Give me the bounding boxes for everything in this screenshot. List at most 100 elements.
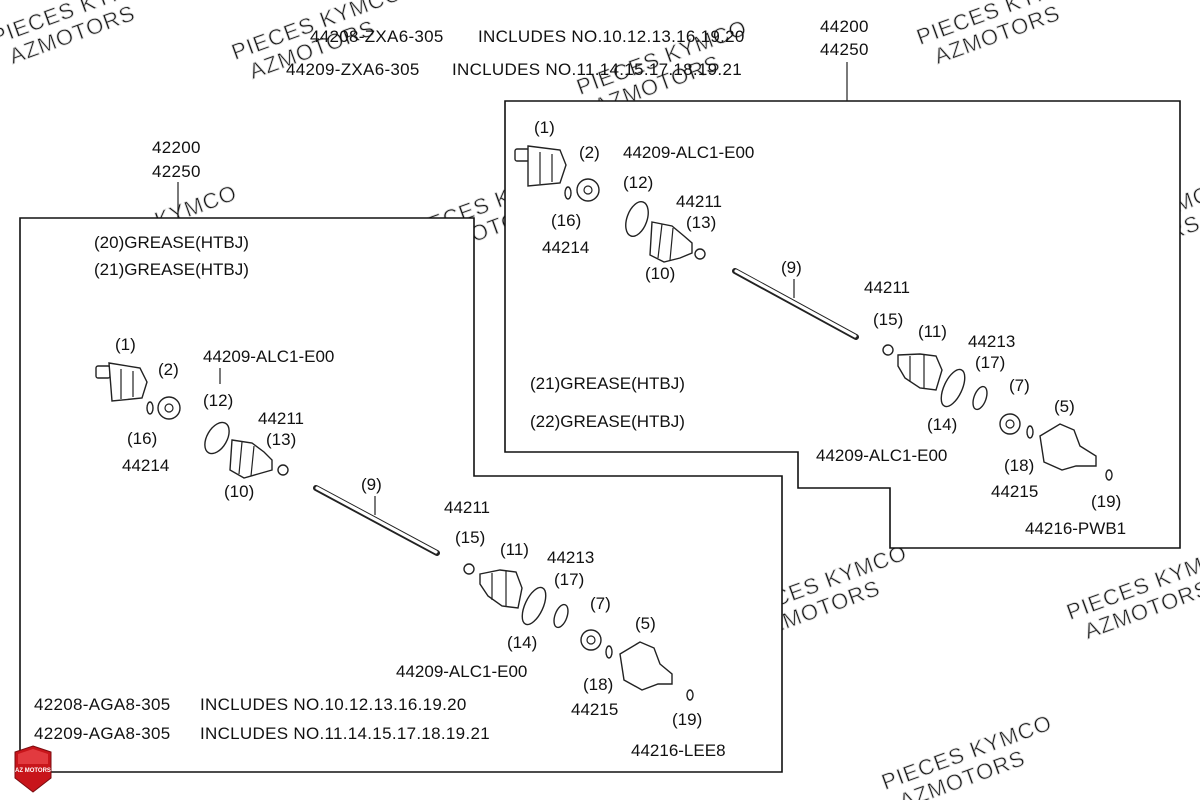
callout-label: (13) bbox=[266, 430, 296, 449]
inner-boot bbox=[649, 221, 693, 263]
callout-label: (14) bbox=[507, 633, 537, 652]
kit-part-number: 42209-AGA8-305 bbox=[34, 724, 171, 743]
top-assembly-code: 44200 bbox=[820, 17, 869, 36]
callout-label: (5) bbox=[1054, 397, 1075, 416]
callout-label: (9) bbox=[781, 258, 802, 277]
kit-part-number: 44209-ZXA6-305 bbox=[286, 60, 420, 79]
callout-label: (2) bbox=[579, 143, 600, 162]
callout-label: (16) bbox=[127, 429, 157, 448]
kit-includes-text: INCLUDES NO.10.12.13.16.19.20 bbox=[200, 695, 467, 714]
kit-part-label: 44209-ALC1-E00 bbox=[396, 662, 527, 681]
small-band bbox=[694, 248, 706, 260]
kit-part-label: 44209-ALC1-E00 bbox=[623, 143, 754, 162]
ball-cage bbox=[580, 629, 602, 651]
tripod-spider bbox=[576, 178, 600, 202]
grease-note: (22)GREASE(HTBJ) bbox=[530, 412, 685, 431]
outer-boot bbox=[897, 353, 943, 391]
callout-label: (11) bbox=[918, 322, 947, 341]
snap-ring bbox=[553, 603, 569, 629]
bottom-assembly-code: 42200 bbox=[152, 138, 201, 157]
boot-band-clamp bbox=[625, 201, 649, 237]
circlip bbox=[1026, 425, 1034, 439]
callout-label: (18) bbox=[1004, 456, 1034, 475]
top-assembly-code: 44250 bbox=[820, 40, 869, 59]
grease-note: (20)GREASE(HTBJ) bbox=[94, 233, 249, 252]
grease-note: (21)GREASE(HTBJ) bbox=[94, 260, 249, 279]
boot-band-clamp bbox=[940, 368, 966, 408]
callout-label: (19) bbox=[1091, 492, 1121, 511]
callout-label: (7) bbox=[590, 594, 611, 613]
part-number-label: 44211 bbox=[864, 278, 910, 297]
part-number-label: 44215 bbox=[571, 700, 618, 719]
inner-boot bbox=[229, 439, 273, 479]
small-band bbox=[882, 344, 894, 356]
grease-note: (21)GREASE(HTBJ) bbox=[530, 374, 685, 393]
callout-label: (5) bbox=[635, 614, 656, 633]
bottom-assembly-code: 42250 bbox=[152, 162, 201, 181]
callout-label: (9) bbox=[361, 475, 382, 494]
kit-includes-text: INCLUDES NO.11.14.15.17.18.19.21 bbox=[200, 724, 490, 743]
callout-label: (15) bbox=[455, 528, 485, 547]
callout-label: (15) bbox=[873, 310, 903, 329]
top-assembly-frame bbox=[504, 100, 1181, 549]
callout-label: (16) bbox=[551, 211, 581, 230]
part-number-label: 44211 bbox=[676, 192, 722, 211]
part-number-label: 44214 bbox=[122, 456, 169, 475]
callout-label: (13) bbox=[686, 213, 716, 232]
kit-includes-text: INCLUDES NO.10.12.13.16.19.20 bbox=[478, 27, 745, 46]
circlip bbox=[605, 645, 613, 659]
part-number-label: 44216-LEE8 bbox=[631, 741, 726, 760]
callout-label: (10) bbox=[224, 482, 254, 501]
kit-part-number: 44208-ZXA6-305 bbox=[310, 27, 444, 46]
outer-cv-joint bbox=[619, 641, 673, 691]
part-number-label: 44216-PWB1 bbox=[1025, 519, 1126, 538]
boot-band-clamp bbox=[521, 586, 547, 626]
part-number-label: 44213 bbox=[968, 332, 1015, 351]
kit-part-label: 44209-ALC1-E00 bbox=[816, 446, 947, 465]
callout-label: (17) bbox=[554, 570, 584, 589]
circlip bbox=[146, 401, 154, 415]
callout-label: (11) bbox=[500, 540, 529, 559]
outer-boot bbox=[479, 569, 523, 609]
callout-label: (12) bbox=[623, 173, 653, 192]
kit-part-label: 44209-ALC1-E00 bbox=[203, 347, 334, 366]
top-assembly: 44200 44250 44208-ZXA6-305 INCLUDES NO.1… bbox=[286, 17, 1181, 549]
part-number-label: 44215 bbox=[991, 482, 1038, 501]
callout-label: (7) bbox=[1009, 376, 1030, 395]
inner-cv-joint-housing bbox=[514, 145, 567, 187]
small-band bbox=[463, 563, 475, 575]
circlip bbox=[564, 186, 572, 200]
ball-cage bbox=[999, 413, 1021, 435]
callout-label: (14) bbox=[927, 415, 957, 434]
lock-nut bbox=[1105, 469, 1113, 481]
part-number-label: 44211 bbox=[258, 409, 304, 428]
kit-includes-text: INCLUDES NO.11.14.15.17.18.19.21 bbox=[452, 60, 742, 79]
callout-label: (10) bbox=[645, 264, 675, 283]
drive-shaft bbox=[732, 268, 859, 340]
kit-part-number: 42208-AGA8-305 bbox=[34, 695, 171, 714]
callout-label: (1) bbox=[534, 118, 555, 137]
part-number-label: 44213 bbox=[547, 548, 594, 567]
snap-ring bbox=[972, 385, 988, 411]
callout-label: (1) bbox=[115, 335, 136, 354]
part-number-label: 44211 bbox=[444, 498, 490, 517]
inner-cv-joint-housing bbox=[95, 362, 148, 402]
lock-nut bbox=[686, 689, 694, 701]
outer-cv-joint bbox=[1039, 423, 1097, 471]
bottom-assembly: 42200 42250 (20)GREASE(HTBJ) (21)GREASE(… bbox=[19, 138, 783, 773]
callout-label: (18) bbox=[583, 675, 613, 694]
callout-label: (17) bbox=[975, 353, 1005, 372]
callout-label: (12) bbox=[203, 391, 233, 410]
logo-text: AZ MOTORS bbox=[15, 768, 51, 774]
small-band bbox=[277, 464, 289, 476]
azmotors-logo: AZ MOTORS bbox=[14, 745, 52, 793]
boot-band-clamp bbox=[204, 421, 230, 455]
part-number-label: 44214 bbox=[542, 238, 589, 257]
callout-label: (2) bbox=[158, 360, 179, 379]
